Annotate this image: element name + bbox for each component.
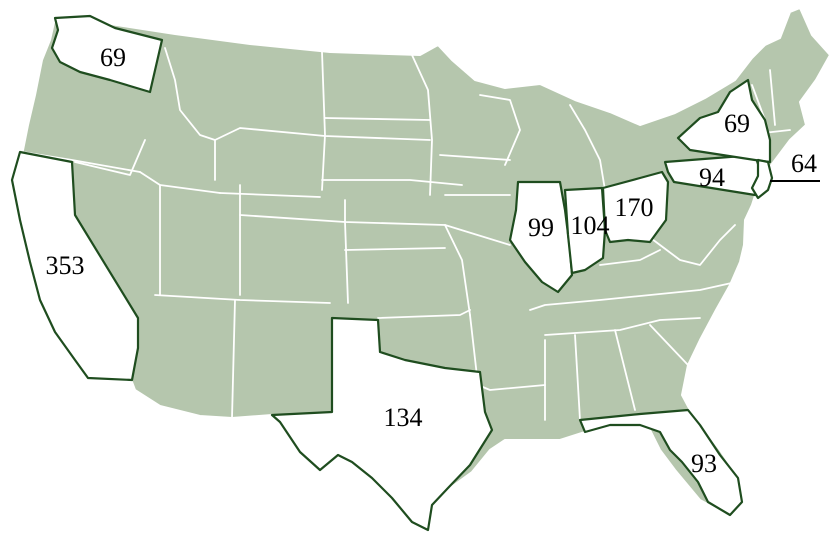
label-washington: 69 — [100, 43, 126, 72]
new-jersey-state — [750, 158, 774, 200]
illinois-state — [508, 180, 574, 294]
label-indiana: 104 — [571, 211, 610, 240]
washington-state — [50, 14, 164, 94]
label-new-jersey: 64 — [791, 149, 817, 178]
california-state — [10, 150, 140, 382]
label-ohio: 170 — [615, 193, 654, 222]
ohio-state — [601, 170, 670, 244]
label-texas: 134 — [384, 403, 423, 432]
label-illinois: 99 — [528, 213, 554, 242]
texas-state — [270, 316, 494, 532]
label-new-york: 69 — [724, 109, 750, 138]
new-york-state — [676, 78, 772, 164]
florida-state — [578, 408, 744, 517]
label-pennsylvania: 94 — [699, 163, 725, 192]
label-california: 353 — [46, 251, 85, 280]
label-florida: 93 — [691, 449, 717, 478]
